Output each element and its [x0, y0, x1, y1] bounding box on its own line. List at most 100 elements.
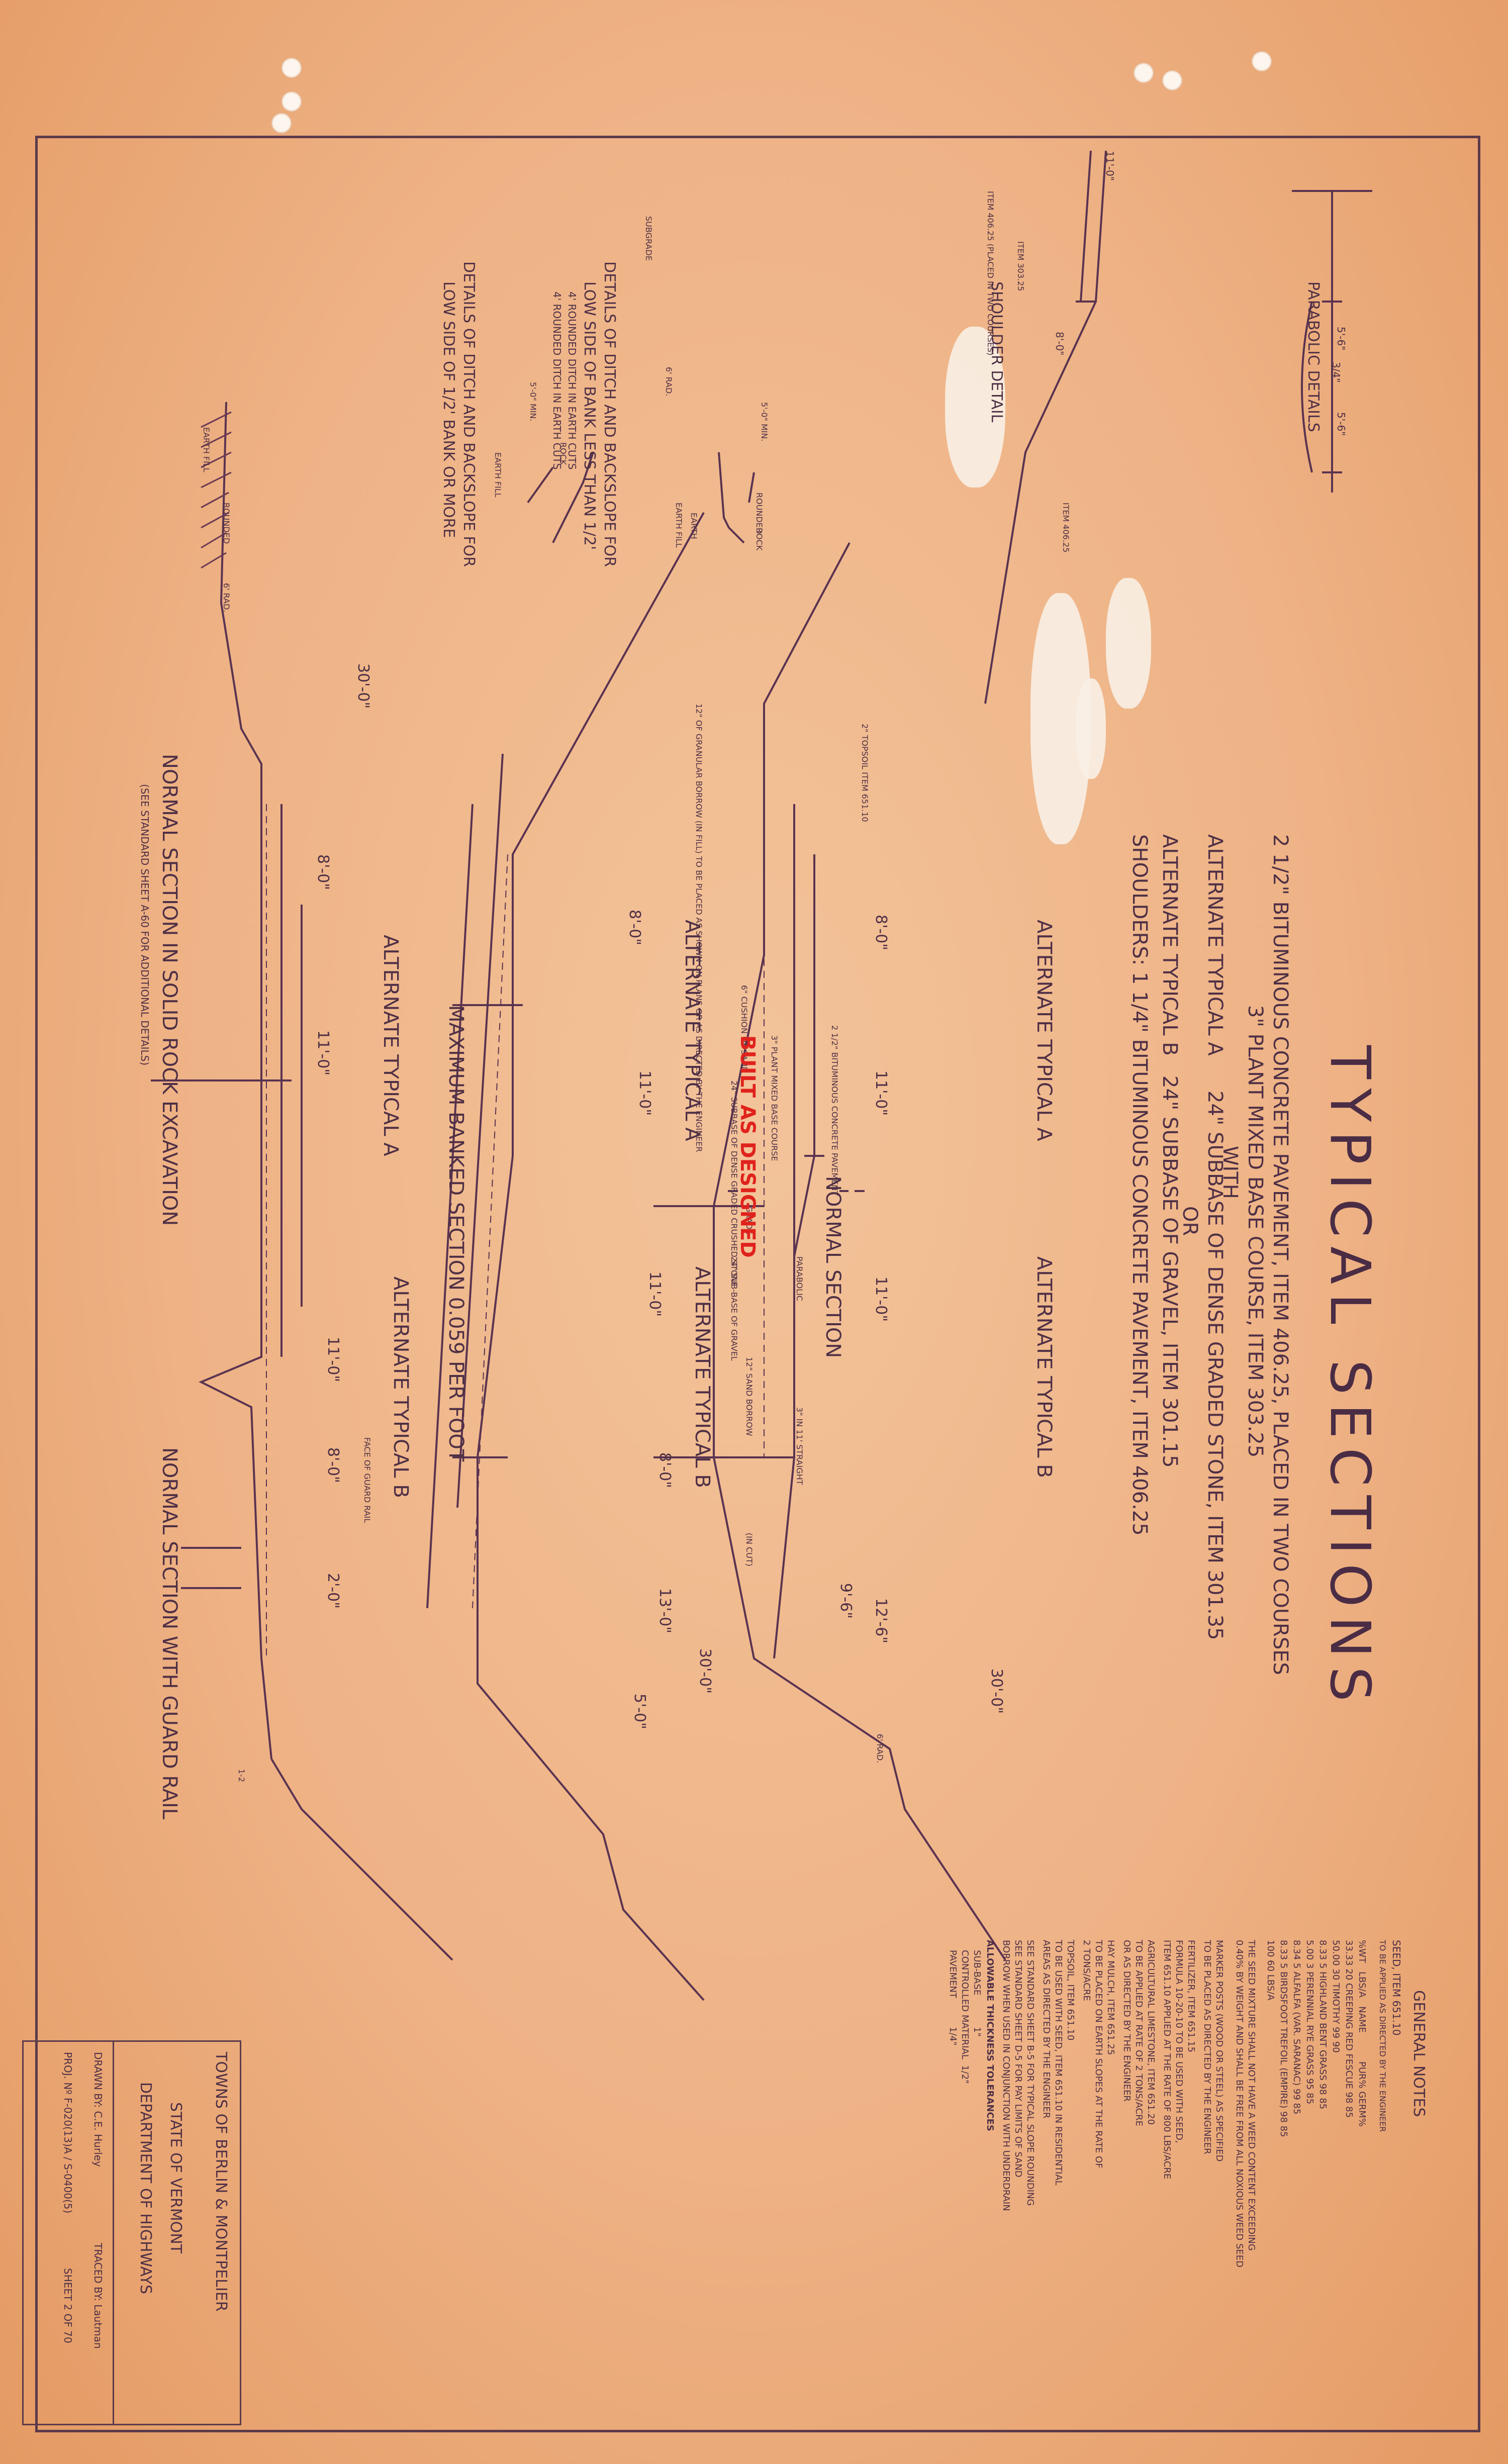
notes-p4: TO BE PLACED AS DIRECTED BY THE ENGINEER: [1202, 1940, 1212, 2154]
parabolic-left: 5'-6": [1335, 327, 1347, 351]
notes-p7: ITEM 651.10 APPLIED AT THE RATE OF 800 L…: [1162, 1940, 1172, 2180]
normal-width-far: 9'-6": [837, 1583, 855, 1619]
normal-bit: 2 1/2" BITUMINOUS CONCRETE PAVEMENT: [830, 1025, 839, 1196]
rock-w1: 8'-0": [314, 854, 332, 891]
table-row: 8.33 5 HIGHLAND BENT GRASS 98 85: [1317, 1940, 1328, 2110]
rock-alt-a: ALTERNATE TYPICAL A: [379, 935, 402, 1156]
title-block-drawn: DRAWN BY: C.E. Hurley: [92, 2052, 104, 2167]
ditch-large-earth-fill: EARTH FILL: [493, 452, 503, 498]
parabolic-title: PARABOLIC DETAILS: [1304, 281, 1322, 432]
ditch-large-title-1: DETAILS OF DITCH AND BACKSLOPE FOR: [460, 261, 478, 567]
table-row: 5.00 3 PERENNIAL RYE GRASS 95 85: [1304, 1940, 1315, 2105]
table-row: 8.34 5 ALFALFA (VAR. SARANAC) 99 85: [1291, 1940, 1302, 2115]
title-block-state: STATE OF VERMONT: [167, 2102, 184, 2254]
table-row: PAVEMENT 1/4": [948, 1950, 958, 2046]
punch-hole: [1134, 63, 1154, 83]
normal-parabolic: PARABOLIC: [795, 1256, 804, 1302]
ditch-small-title-1: DETAILS OF DITCH AND BACKSLOPE FOR: [601, 261, 618, 567]
notes-p13: 2 TONS/ACRE: [1081, 1940, 1092, 2001]
ditch-small-earth-fill: EARTH FILL: [674, 503, 684, 548]
spec-alt-a: ALTERNATE TYPICAL A: [1203, 834, 1227, 1056]
punch-hole: [271, 113, 292, 133]
title-block: TOWNS OF BERLIN & MONTPELIER STATE OF VE…: [22, 2040, 241, 2425]
normal-width-right: 12'-6": [872, 1598, 890, 1644]
normal-width-mid-left: 11'-0": [872, 1070, 890, 1116]
normal-straight: 3" IN 11' STRAIGHT: [795, 1407, 804, 1485]
shoulder-width-2: 8'-0": [1054, 332, 1066, 356]
notes-p10: OR AS DIRECTED BY THE ENGINEER: [1121, 1940, 1132, 2102]
notes-p6: FORMULA 10-20-10 TO BE USED WITH SEED,: [1174, 1940, 1184, 2143]
table-row: 33.33 20 CREEPING RED FESCUE 98 85: [1344, 1940, 1354, 2118]
guardrail-slope: 1-2: [237, 1769, 246, 1783]
table-row: SUB-BASE 1": [972, 1950, 982, 2037]
spec-alt-b: ALTERNATE TYPICAL B: [1158, 834, 1181, 1056]
normal-width-left: 8'-0": [872, 915, 890, 951]
banked-alt-a: ALTERNATE TYPICAL A: [681, 920, 704, 1141]
parabolic-right: 5'-6": [1335, 412, 1347, 436]
title-block-traced: TRACED BY: Lautman: [92, 2243, 104, 2349]
banked-w4: 8'-0": [656, 1452, 674, 1489]
ditch-small-min: 5'-0" MIN.: [760, 402, 769, 442]
built-as-designed-stamp: BUILT AS DESIGNED: [736, 1035, 759, 1258]
guardrail-alt-b: ALTERNATE TYPICAL B: [389, 1276, 412, 1498]
banked-title: MAXIMUM BANKED SECTION 0.059 PER FOOT: [444, 1005, 467, 1462]
punch-hole: [281, 91, 302, 112]
guardrail-title: NORMAL SECTION WITH GUARD RAIL: [158, 1447, 181, 1820]
spec-shoulders: SHOULDERS: 1 1/4" BITUMINOUS CONCRETE PA…: [1128, 834, 1151, 1536]
parabolic-mid: 3/4": [1330, 362, 1342, 383]
rock-title: NORMAL SECTION IN SOLID ROCK EXCAVATION: [158, 754, 181, 1226]
banked-w6: 5'-0": [631, 1694, 648, 1730]
table-row: 8.33 5 BIRDSFOOT TREFOIL (EMPIRE) 98 85: [1278, 1940, 1289, 2137]
normal-section-title: NORMAL SECTION: [821, 1176, 844, 1358]
paper-stain: [1076, 678, 1106, 779]
banked-w2: 11'-0": [636, 1070, 653, 1116]
title-block-dept: DEPARTMENT OF HIGHWAYS: [137, 2082, 154, 2295]
rock-rounded: ROUNDED: [222, 503, 231, 544]
notes-p16: AREAS AS DIRECTED BY THE ENGINEER: [1041, 1940, 1052, 2119]
notes-seed-sub: TO BE APPLIED AS DIRECTED BY THE ENGINEE…: [1378, 1940, 1387, 2132]
spec-line-2: 3" PLANT MIXED BASE COURSE, ITEM 303.25: [1244, 1005, 1267, 1458]
notes-p1: THE SEED MIXTURE SHALL NOT HAVE A WEED C…: [1246, 1940, 1257, 2251]
title-block-sheet: SHEET 2 OF 70: [62, 2268, 74, 2343]
title-block-towns: TOWNS OF BERLIN & MONTPELIER: [212, 2052, 230, 2312]
normal-total: 30'-0": [988, 1668, 1005, 1714]
normal-alt-b: ALTERNATE TYPICAL B: [1032, 1256, 1056, 1478]
normal-alt-a: ALTERNATE TYPICAL A: [1032, 920, 1056, 1141]
notes-title: GENERAL NOTES: [1410, 1990, 1428, 2117]
notes-p8: AGRICULTURAL LIMESTONE, ITEM 651.20: [1146, 1940, 1156, 2125]
banked-w3: 11'-0": [646, 1271, 664, 1317]
ditch-small-earth: EARTH: [689, 513, 699, 539]
table-row: 50.00 30 TIMOTHY 99 90: [1331, 1940, 1341, 2053]
rock-sub: (SEE STANDARD SHEET A-60 FOR ADDITIONAL …: [139, 784, 151, 1066]
spec-line-1: 2 1/2" BITUMINOUS CONCRETE PAVEMENT, ITE…: [1269, 834, 1292, 1675]
paper-stain: [1106, 578, 1151, 709]
normal-borrow: 12" SAND BORROW: [744, 1357, 754, 1436]
notes-seed: SEED, ITEM 651.10: [1390, 1940, 1402, 2036]
shoulder-item-b: ITEM 406.25 (PLACED IN TWO COURSES): [986, 191, 995, 356]
normal-topsoil: 2" TOPSOIL ITEM 651.10: [860, 724, 870, 822]
punch-hole: [281, 58, 302, 78]
spec-alt-b-text: 24" SUBBASE OF GRAVEL, ITEM 301.15: [1158, 1075, 1181, 1468]
normal-base: 3" PLANT MIXED BASE COURSE: [770, 1035, 779, 1161]
notes-p12: TO BE PLACED ON EARTH SLOPES AT THE RATE…: [1093, 1940, 1104, 2169]
ditch-small-rounded: ROUNDED: [755, 492, 764, 534]
drawing-border: [35, 136, 1480, 2432]
notes-p15: TO BE USED WITH SEED, ITEM 651.10 IN RES…: [1053, 1940, 1064, 2186]
notes-table-header: %WT LBS/A NAME PUR% GERM%: [1357, 1940, 1367, 2127]
normal-incut: (IN CUT): [744, 1533, 754, 1566]
notes-p5: FERTILIZER, ITEM 651.15: [1186, 1940, 1196, 2053]
notes-tolerance-title: ALLOWABLE THICKNESS TOLERANCES: [985, 1940, 995, 2131]
guardrail-w1: 11'-0": [324, 1337, 342, 1383]
notes-p18: SEE STANDARD SHEET D-5 FOR PAY LIMITS OF…: [1013, 1940, 1023, 2178]
shoulder-width-1: 11'-0": [1104, 151, 1116, 181]
banked-w1: 8'-0": [626, 910, 643, 946]
spec-alt-a-text: 24" SUBBASE OF DENSE GRADED STONE, ITEM …: [1203, 1091, 1227, 1640]
banked-w5: 13'-0": [656, 1588, 674, 1634]
guardrail-face: FACE OF GUARD RAIL: [362, 1437, 372, 1523]
banked-total: 30'-0": [696, 1648, 714, 1694]
table-row: 100 60 LBS/A: [1265, 1940, 1276, 2001]
guardrail-w2: 8'-0": [324, 1447, 342, 1484]
